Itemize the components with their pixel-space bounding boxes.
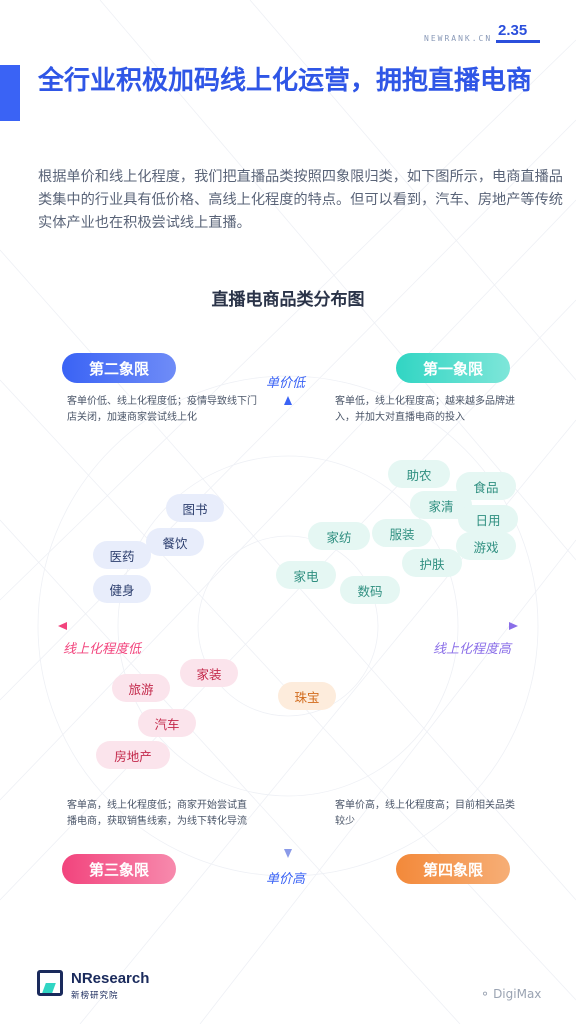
watermark: ⚬ DigiMax — [480, 987, 541, 1001]
category-pill-youxi: 游戏 — [456, 532, 516, 560]
category-pill-fangdichan: 房地产 — [96, 741, 170, 769]
wechat-icon: ⚬ — [480, 987, 491, 1001]
category-pill-tushu: 图书 — [166, 494, 224, 522]
category-pill-zhunong: 助农 — [388, 460, 450, 488]
category-pill-zhubao: 珠宝 — [278, 682, 336, 710]
quadrant-2-badge: 第二象限 — [62, 353, 176, 383]
quadrant-4-note: 客单价高，线上化程度高；目前相关品类较少 — [335, 800, 515, 827]
page-number: 2.35 — [498, 22, 528, 39]
quadrant-1-note: 客单低，线上化程度高；越来越多品牌进入，并加大对直播电商的投入 — [335, 396, 515, 423]
category-pill-hufu: 护肤 — [402, 549, 462, 577]
quadrant-3-badge: 第三象限 — [62, 854, 176, 884]
category-pill-jiazhuang: 家装 — [180, 659, 238, 687]
category-pill-shuma: 数码 — [340, 576, 400, 604]
category-pill-canyin: 餐饮 — [146, 528, 204, 556]
category-pill-jiadian: 家电 — [276, 561, 336, 589]
quadrant-3-note: 客单高，线上化程度低；商家开始尝试直播电商，获取销售线索，为线下转化导流 — [67, 800, 247, 827]
horizontal-axis-arrow-right — [509, 622, 518, 630]
chart-title: 直播电商品类分布图 — [211, 290, 365, 310]
horizontal-axis-arrow-left — [58, 622, 67, 630]
axis-label-top: 单价低 — [266, 376, 306, 391]
axis-label-right: 线上化程度高 — [433, 642, 512, 657]
page-number-underline — [496, 40, 540, 43]
page-title: 全行业积极加码线上化运营，拥抱直播电商 — [38, 66, 533, 96]
vertical-axis-arrow-down — [284, 849, 292, 858]
category-pill-jianshen: 健身 — [93, 575, 151, 603]
quadrant-4-badge: 第四象限 — [396, 854, 510, 884]
axis-label-left: 线上化程度低 — [63, 642, 142, 657]
footer-brand: NResearch — [71, 970, 150, 987]
quadrant-2-note: 客单价低、线上化程度低；疫情导致线下门店关闭，加速商家尝试线上化 — [67, 396, 257, 423]
category-pill-yiyao: 医药 — [93, 541, 151, 569]
category-pill-lvyou: 旅游 — [112, 674, 170, 702]
category-pill-fuzhuang: 服装 — [372, 519, 432, 547]
header-brand: NEWRANK.CN — [424, 34, 493, 43]
footer-brand-sub: 新榜研究院 — [71, 991, 119, 1001]
page-description: 根据单价和线上化程度，我们把直播品类按照四象限归类，如下图所示，电商直播品类集中… — [38, 169, 563, 231]
quadrant-1-badge: 第一象限 — [396, 353, 510, 383]
vertical-axis-arrow-up — [284, 396, 292, 405]
nresearch-logo-icon — [37, 970, 63, 996]
watermark-text: DigiMax — [493, 987, 542, 1001]
category-pill-riyong: 日用 — [458, 505, 518, 533]
category-pill-qiche: 汽车 — [138, 709, 196, 737]
axis-label-bottom: 单价高 — [266, 872, 306, 887]
title-accent-bar — [0, 65, 20, 121]
category-pill-jiafang: 家纺 — [308, 522, 370, 550]
